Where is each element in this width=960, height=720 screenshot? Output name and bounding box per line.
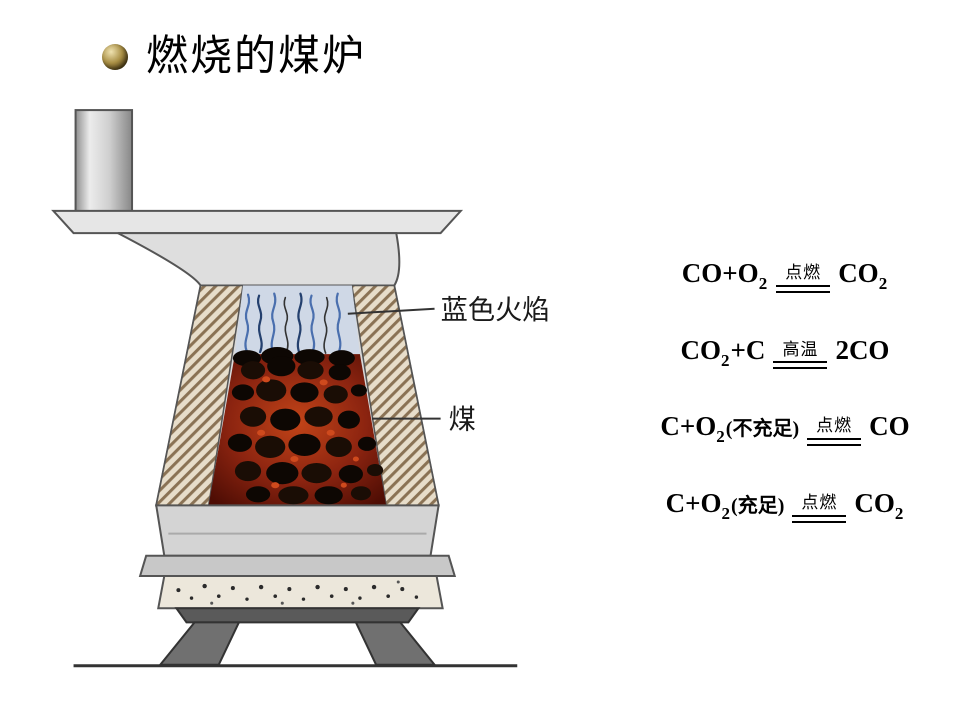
flame-label: 蓝色火焰 [441,295,550,325]
bullet-sphere-icon [102,44,128,70]
left-leg [158,621,241,666]
reaction-condition-text: 点燃 [816,416,853,436]
flame-zone [234,285,360,355]
coal-zone [208,354,387,506]
title-row: 燃烧的煤炉 [102,36,366,78]
stand-band [174,607,421,624]
condition-in-parentheses: (不充足) [725,418,800,441]
formula-text: CO+O [681,258,759,288]
stove-top-plate [51,209,464,235]
subscript: 2 [894,504,904,524]
reaction-condition-stack: 点燃 [776,263,831,293]
subscript: 2 [758,274,768,293]
formula-text: C+O [660,411,717,442]
stove-illustration: 蓝色火焰 煤 [45,100,570,700]
double-equals-bar [776,284,831,293]
condition-in-parentheses: (充足) [731,495,785,518]
chimney-pipe [74,109,134,214]
reaction-condition-text: 点燃 [785,263,822,282]
coal-label: 煤 [449,405,476,435]
base-flange [138,554,457,577]
formula-text: C+O [665,488,722,519]
reaction-condition-text: 高温 [782,339,819,359]
coal-lumps [227,347,384,505]
reaction-condition-stack: 高温 [773,339,828,370]
subscript: 2 [721,504,731,524]
equation-row: CO2+C 高温 2CO [681,335,890,370]
page-title: 燃烧的煤炉 [146,34,367,80]
blue-flames [244,292,342,355]
formula-text: CO [869,411,910,442]
lower-bowl [155,504,440,557]
subscript: 2 [878,274,888,293]
formula-text: CO [838,258,879,288]
stove-neck [117,232,401,287]
formula-text: CO [854,488,895,519]
formula-text: 2CO [835,334,890,365]
stove-svg: 蓝色火焰 煤 [51,109,550,668]
flame-leader-line [347,307,435,315]
ember-glints [257,376,359,489]
formula-text: +C [730,334,766,365]
ash-speckles [176,580,419,605]
double-equals-bar [807,438,862,447]
formula-text: CO [680,334,722,365]
reaction-condition-text: 点燃 [801,493,838,513]
ash-pan [157,574,444,610]
equation-row: C+O2(不充足) 点燃 CO [660,411,909,446]
double-equals-bar [773,361,828,370]
right-leg [354,621,437,666]
double-equals-bar [792,514,847,523]
reaction-condition-stack: 点燃 [807,416,862,447]
subscript: 2 [716,427,725,447]
subscript: 2 [721,350,730,370]
reaction-condition-stack: 点燃 [792,493,847,523]
